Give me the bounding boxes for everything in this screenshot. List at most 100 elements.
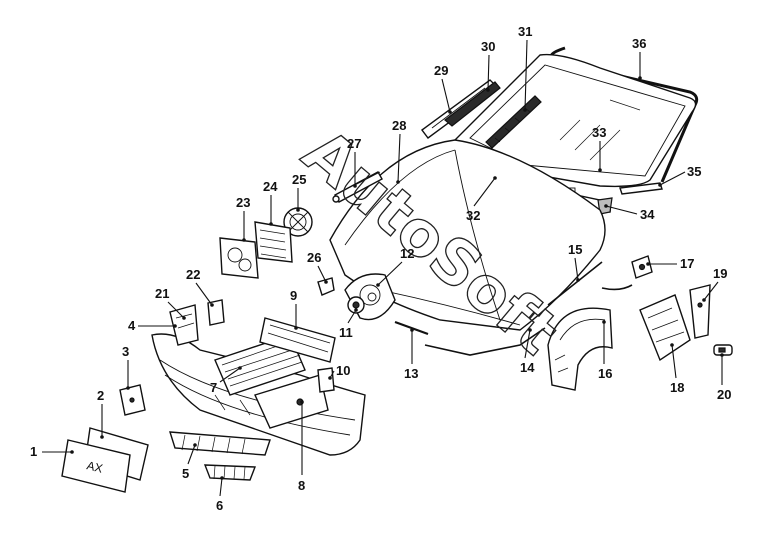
leader-dot-32 bbox=[493, 176, 497, 180]
leader-dot-34 bbox=[604, 204, 608, 208]
leader-line-5 bbox=[187, 444, 196, 465]
license-plate-text: AX bbox=[85, 458, 104, 475]
callout-15: 15 bbox=[568, 242, 582, 257]
leader-line-19 bbox=[703, 281, 719, 301]
leader-line-6 bbox=[219, 477, 223, 497]
leader-dot-26 bbox=[324, 280, 328, 284]
leader-dot-11 bbox=[354, 308, 358, 312]
callout-10: 10 bbox=[336, 363, 350, 378]
leader-line-30 bbox=[487, 54, 490, 91]
callout-36: 36 bbox=[632, 36, 646, 51]
callout-29: 29 bbox=[434, 63, 448, 78]
horn bbox=[283, 207, 313, 237]
callout-2: 2 bbox=[97, 388, 104, 403]
callout-33: 33 bbox=[592, 125, 606, 140]
leader-dot-13 bbox=[410, 328, 414, 332]
leader-dot-24 bbox=[269, 222, 273, 226]
callout-1: 1 bbox=[30, 444, 37, 459]
callout-26: 26 bbox=[307, 250, 321, 265]
wiper-blade-right bbox=[485, 95, 542, 149]
callout-30: 30 bbox=[481, 39, 495, 54]
fog-lamp bbox=[347, 296, 365, 314]
callout-23: 23 bbox=[236, 195, 250, 210]
callout-27: 27 bbox=[347, 136, 361, 151]
leader-dot-20 bbox=[720, 353, 724, 357]
seal-strip bbox=[394, 320, 429, 336]
side-reflector bbox=[119, 384, 146, 416]
callout-28: 28 bbox=[392, 118, 406, 133]
grille-bracket bbox=[259, 317, 336, 363]
callout-8: 8 bbox=[298, 478, 305, 493]
license-plate: AX bbox=[61, 439, 131, 493]
callout-25: 25 bbox=[292, 172, 306, 187]
headlamp-lens bbox=[219, 237, 259, 279]
leader-dot-8 bbox=[300, 400, 304, 404]
hood-strut bbox=[332, 171, 383, 203]
leader-line-11 bbox=[347, 309, 357, 324]
callout-21: 21 bbox=[155, 286, 169, 301]
side-bracket bbox=[689, 284, 711, 339]
leader-dot-12 bbox=[376, 283, 380, 287]
hood-latch bbox=[317, 277, 335, 296]
wheel-arch-liner bbox=[547, 307, 613, 391]
callout-32: 32 bbox=[466, 208, 480, 223]
leader-dot-30 bbox=[486, 88, 490, 92]
hood bbox=[329, 139, 606, 331]
leader-line-29 bbox=[441, 78, 451, 113]
hood-release-cable bbox=[547, 261, 603, 306]
leader-line-18 bbox=[671, 344, 677, 379]
leader-line-15 bbox=[574, 257, 579, 281]
leader-line-34 bbox=[605, 205, 638, 215]
leader-dot-29 bbox=[448, 110, 452, 114]
callout-14: 14 bbox=[520, 360, 535, 375]
mounting-clip bbox=[713, 344, 733, 356]
bumper-side-bracket bbox=[169, 304, 199, 346]
leader-dot-18 bbox=[670, 343, 674, 347]
leader-line-26 bbox=[317, 265, 327, 283]
leader-dot-7 bbox=[238, 366, 242, 370]
callout-24: 24 bbox=[263, 179, 278, 194]
leader-line-22 bbox=[195, 282, 213, 306]
callout-6: 6 bbox=[216, 498, 223, 513]
leader-dot-33 bbox=[598, 168, 602, 172]
leader-dot-3 bbox=[126, 386, 130, 390]
leader-dot-23 bbox=[242, 238, 246, 242]
splash-panel bbox=[639, 294, 691, 362]
leader-line-21 bbox=[167, 301, 185, 319]
leader-dot-4 bbox=[173, 324, 177, 328]
lower-grille-insert bbox=[169, 431, 271, 456]
center-grille-panel bbox=[254, 374, 329, 429]
leader-dot-27 bbox=[353, 184, 357, 188]
leader-dot-19 bbox=[702, 298, 706, 302]
callout-16: 16 bbox=[598, 366, 612, 381]
callout-31: 31 bbox=[518, 24, 532, 39]
leader-dot-6 bbox=[220, 476, 224, 480]
callout-35: 35 bbox=[687, 164, 701, 179]
leader-line-7 bbox=[219, 367, 241, 383]
hood-hinge bbox=[631, 255, 653, 279]
leader-dot-31 bbox=[523, 108, 527, 112]
leader-line-32 bbox=[473, 177, 496, 207]
leader-dot-1 bbox=[70, 450, 74, 454]
leader-dot-16 bbox=[602, 320, 606, 324]
callout-12: 12 bbox=[400, 246, 414, 261]
bumper-mount bbox=[207, 299, 225, 326]
callout-13: 13 bbox=[404, 366, 418, 381]
leader-dot-28 bbox=[396, 180, 400, 184]
leader-dot-5 bbox=[193, 443, 197, 447]
cable-line-lower bbox=[601, 284, 633, 291]
windshield-trim bbox=[619, 182, 663, 195]
leader-line-28 bbox=[397, 133, 401, 183]
callout-34: 34 bbox=[640, 207, 655, 222]
leader-dot-17 bbox=[646, 262, 650, 266]
callout-18: 18 bbox=[670, 380, 684, 395]
leader-line-35 bbox=[659, 171, 686, 186]
callout-17: 17 bbox=[680, 256, 694, 271]
callout-7: 7 bbox=[210, 380, 217, 395]
callout-9: 9 bbox=[290, 288, 297, 303]
leader-dot-15 bbox=[576, 278, 580, 282]
callout-20: 20 bbox=[717, 387, 731, 402]
